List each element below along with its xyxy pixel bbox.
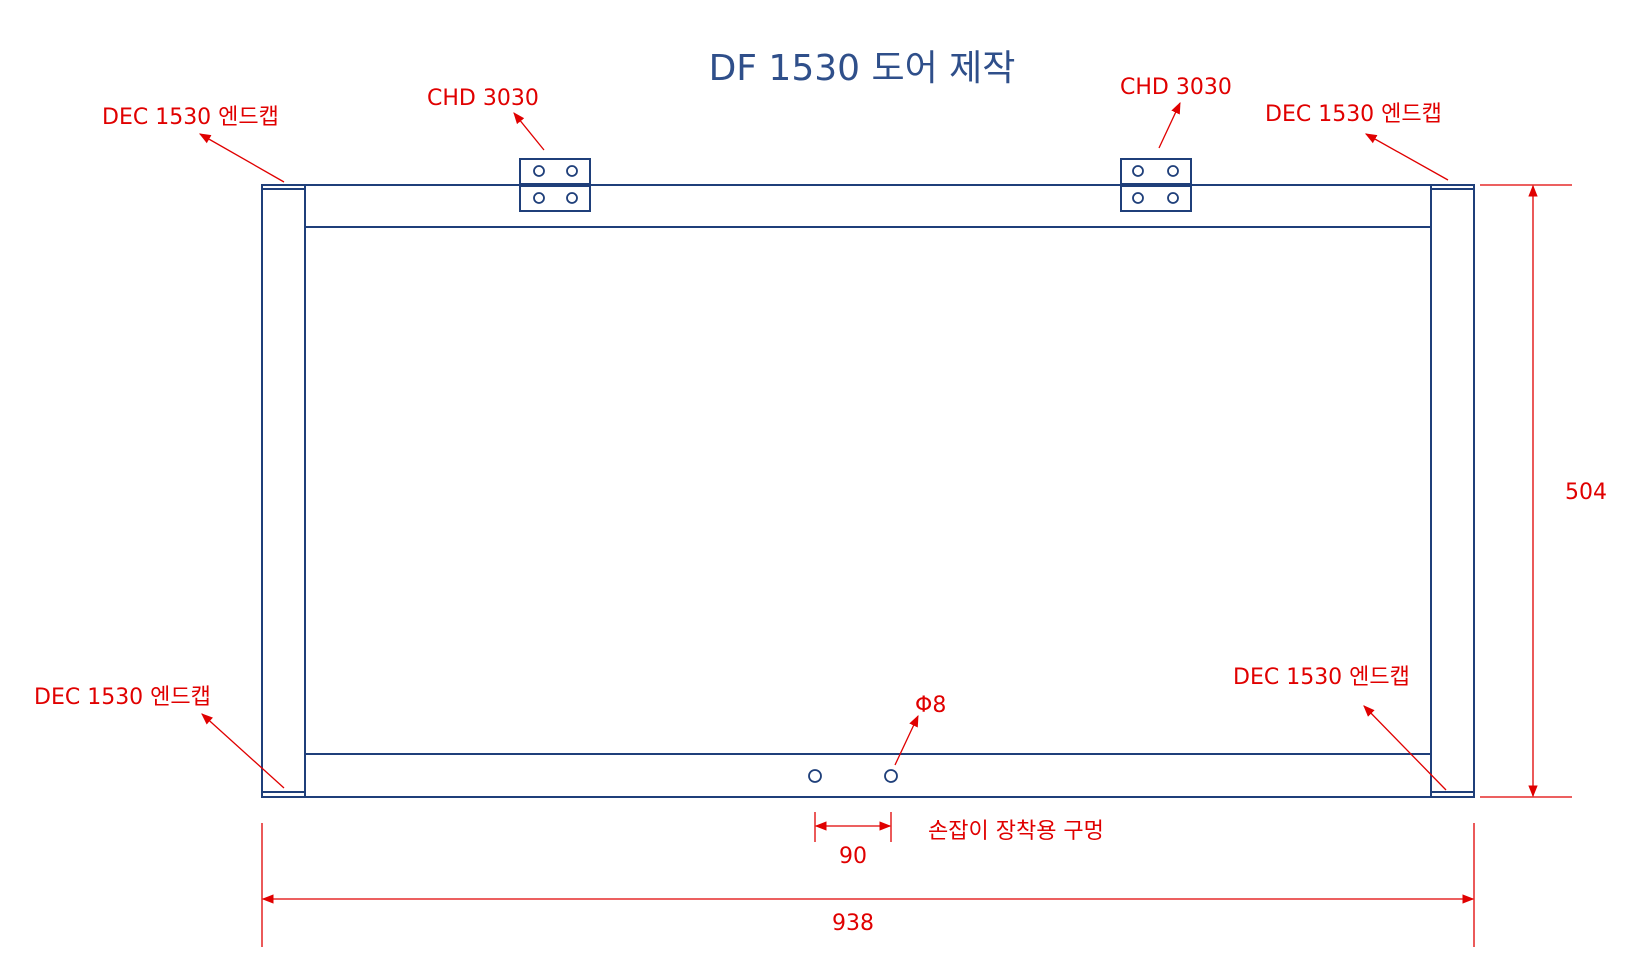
- hinge-right: [1120, 158, 1192, 212]
- hinge-left-screw-hole: [566, 192, 578, 204]
- leader-hole-diameter: [894, 714, 919, 766]
- hinge-right-screw-hole: [1132, 192, 1144, 204]
- label-hole-diameter: Φ8: [915, 693, 946, 718]
- hole-spacing-dimension: [814, 812, 892, 842]
- label-endcap-bottom-left: DEC 1530 엔드캡: [34, 685, 211, 710]
- handle-hole-right: [884, 769, 898, 783]
- hinge-right-upper-plate: [1120, 158, 1192, 185]
- left-vertical-profile: [261, 184, 306, 798]
- right-vertical-profile: [1430, 184, 1475, 798]
- leader-endcap-top-right: [1364, 133, 1449, 181]
- height-dimension: [1480, 184, 1572, 798]
- label-handle-hole: 손잡이 장착용 구멍: [928, 819, 1104, 844]
- dimension-height-value: 504: [1565, 480, 1607, 505]
- handle-hole-left: [808, 769, 822, 783]
- label-endcap-top-left: DEC 1530 엔드캡: [102, 105, 279, 130]
- leader-endcap-bottom-left: [201, 713, 285, 789]
- outer-frame: [261, 184, 1475, 798]
- dimension-width-value: 938: [832, 911, 874, 936]
- leader-hinge-left: [513, 112, 545, 151]
- hinge-left: [519, 158, 591, 212]
- door-frame: [261, 184, 1475, 798]
- label-hinge-left: CHD 3030: [427, 86, 539, 111]
- hinge-left-screw-hole: [566, 165, 578, 177]
- drawing-title: DF 1530 도어 제작: [709, 48, 1016, 89]
- leader-hinge-right: [1158, 101, 1181, 149]
- hinge-right-screw-hole: [1132, 165, 1144, 177]
- hinge-left-screw-hole: [533, 192, 545, 204]
- hinge-right-screw-hole: [1167, 192, 1179, 204]
- leader-endcap-bottom-right: [1363, 705, 1447, 791]
- hinge-left-lower-plate: [519, 185, 591, 212]
- dimension-spacing-value: 90: [839, 844, 867, 869]
- hinge-left-upper-plate: [519, 158, 591, 185]
- label-endcap-top-right: DEC 1530 엔드캡: [1265, 102, 1442, 127]
- width-dimension: [261, 823, 1475, 947]
- hinge-left-screw-hole: [533, 165, 545, 177]
- hinge-right-screw-hole: [1167, 165, 1179, 177]
- label-hinge-right: CHD 3030: [1120, 75, 1232, 100]
- leader-endcap-top-left: [198, 133, 285, 183]
- hinge-right-lower-plate: [1120, 185, 1192, 212]
- label-endcap-bottom-right: DEC 1530 엔드캡: [1233, 665, 1410, 690]
